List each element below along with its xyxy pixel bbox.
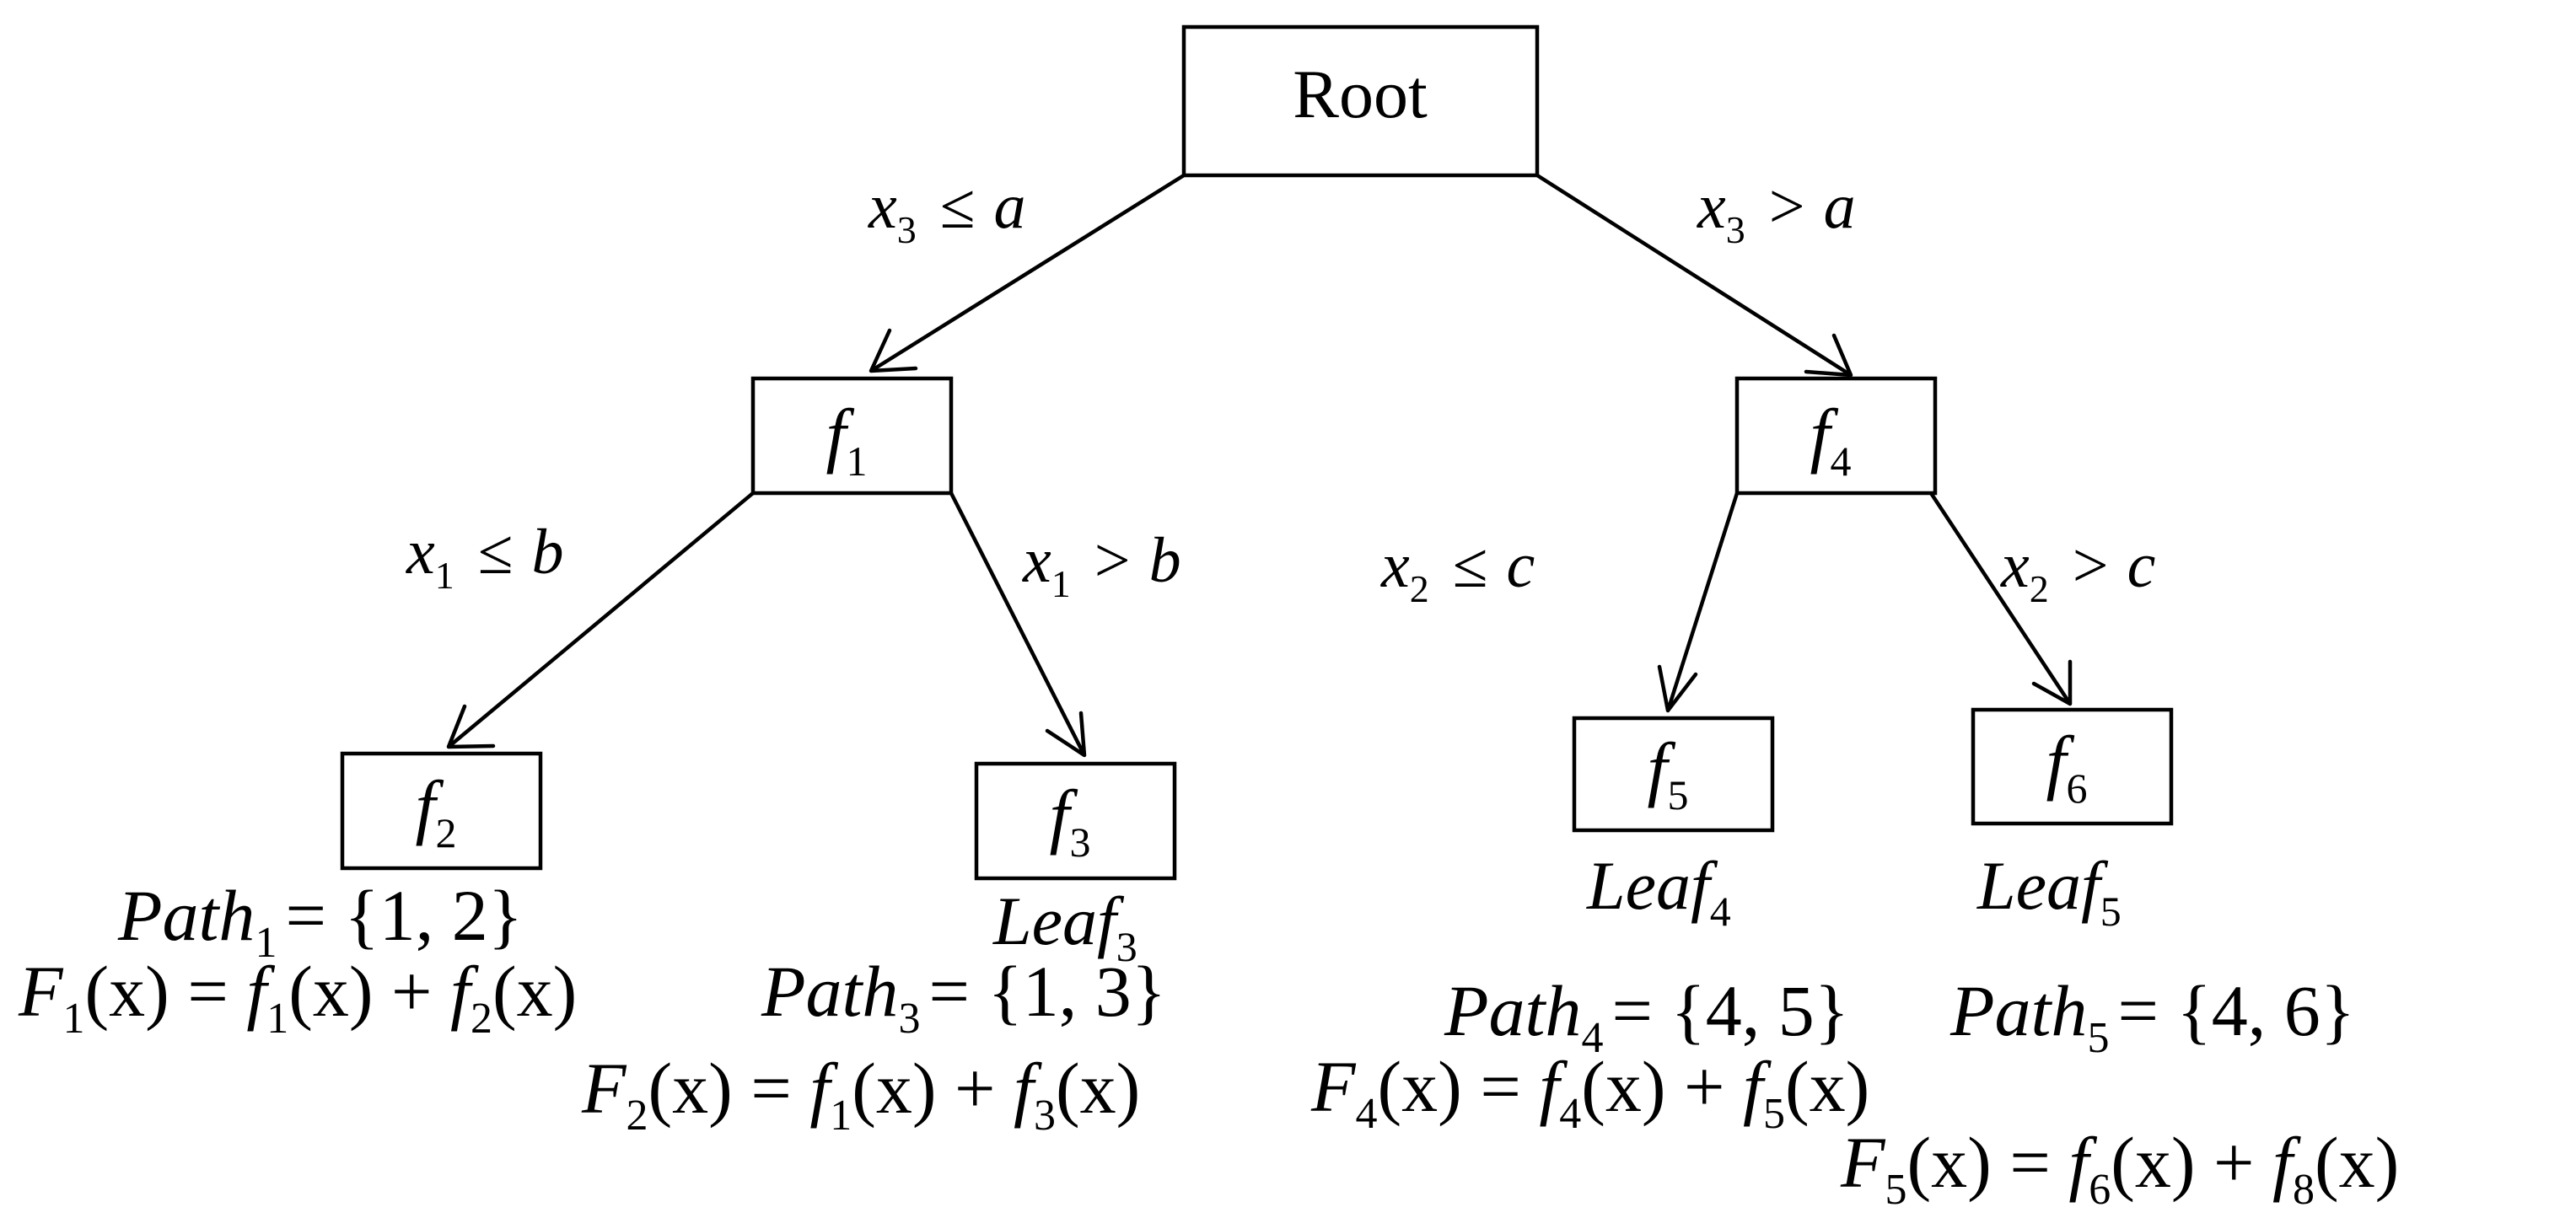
arrowhead-f4	[1804, 333, 1853, 378]
arrowhead-f2	[446, 704, 496, 749]
node-f2-box	[340, 751, 543, 871]
path-set-5: Path5= {4, 6}	[1949, 970, 2355, 1062]
edge-label-f4-f5: x2≤c	[1380, 530, 1535, 610]
edge-f4-f5	[1665, 492, 1740, 711]
node-f6-box	[1971, 707, 2174, 826]
formula-F2: F2(x) = f1(x) + f3(x)	[581, 1048, 1140, 1140]
leaf-label-4: Leaf4	[1586, 847, 1731, 935]
node-root-box	[1181, 24, 1540, 178]
arrowhead-f1	[869, 328, 918, 373]
arrowhead-f5	[1657, 664, 1698, 713]
edge-label-root-f1: x3≤a	[868, 171, 1025, 251]
arrowhead-f6	[2031, 659, 2073, 706]
formula-F5: F5(x) = f6(x) + f8(x)	[1840, 1122, 2399, 1214]
edge-root-f1	[869, 174, 1186, 373]
edges	[446, 174, 2073, 758]
edge-label-f1-f2: x1≤b	[406, 517, 563, 597]
edge-labels: x3≤a x3>a x1≤b x1>b x2≤c x2>c	[406, 171, 2155, 610]
edge-f1-f3	[949, 491, 1087, 757]
formulas: F1(x) = f1(x) + f2(x) F2(x) = f1(x) + f3…	[18, 951, 2399, 1214]
edge-root-f4	[1535, 174, 1853, 377]
formula-F1: F1(x) = f1(x) + f2(x)	[18, 951, 577, 1043]
path-set-1: Path1= {1, 2}	[117, 875, 523, 967]
node-root-label: Root	[1293, 56, 1428, 132]
path-set-4: Path4= {4, 5}	[1444, 970, 1849, 1062]
node-f5-box	[1572, 716, 1775, 833]
leaf-label-3: Leaf3	[992, 883, 1137, 970]
arrowhead-f3	[1045, 711, 1087, 758]
node-f4-box	[1734, 376, 1938, 496]
leaf-labels: Leaf3 Leaf4 Leaf5	[992, 847, 2122, 970]
edge-f1-f2	[447, 491, 755, 749]
node-f1-box	[750, 376, 954, 496]
leaf-label-5: Leaf5	[1976, 847, 2122, 935]
path-set-3: Path3= {1, 3}	[761, 951, 1166, 1043]
path-sets: Path1= {1, 2} Path3= {1, 3} Path4= {4, 5…	[117, 875, 2355, 1062]
edge-label-root-f4: x3>a	[1697, 171, 1856, 251]
nodes: Root f1 f4 f2 f3 f5 f6	[340, 24, 2174, 881]
edge-label-f1-f3: x1>b	[1022, 525, 1181, 605]
formula-F4: F4(x) = f4(x) + f5(x)	[1310, 1046, 1869, 1138]
edge-label-f4-f6: x2>c	[2000, 530, 2155, 610]
node-f3-box	[974, 761, 1177, 881]
edge-f4-f6	[1929, 491, 2072, 706]
